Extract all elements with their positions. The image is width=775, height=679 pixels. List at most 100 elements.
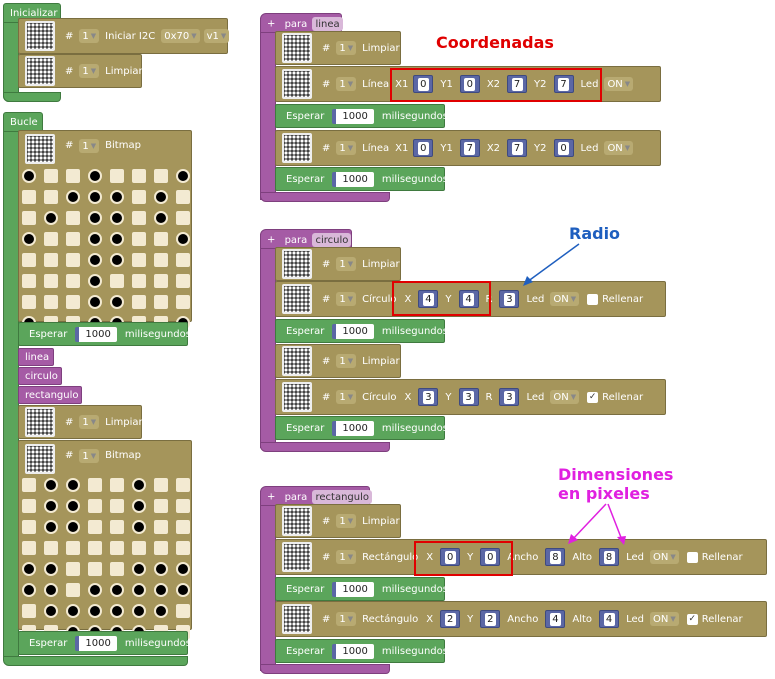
- bitmap-cell[interactable]: [176, 604, 190, 618]
- linea-clear-block[interactable]: # 1▼ Limpiar: [275, 31, 401, 65]
- bitmap-cell[interactable]: [154, 583, 168, 597]
- bitmap-cell[interactable]: [176, 295, 190, 309]
- fill-checkbox[interactable]: ✓: [686, 613, 698, 625]
- fill-checkbox[interactable]: [686, 551, 698, 563]
- bitmap-cell[interactable]: [22, 499, 36, 513]
- linea-line-block-1[interactable]: # 1▼ Línea X1 0 Y1 0 X2 7 Y2 7 Led ON▼: [275, 66, 661, 102]
- wait-ms-input[interactable]: 1000: [332, 581, 374, 597]
- y-input[interactable]: 2: [480, 610, 501, 628]
- bitmap-cell[interactable]: [66, 190, 80, 204]
- bitmap-cell[interactable]: [110, 520, 124, 534]
- led-dropdown[interactable]: ON▼: [550, 390, 580, 404]
- loop-clear-block[interactable]: # 1▼ Limpiar: [18, 405, 143, 439]
- bitmap-cell[interactable]: [88, 604, 102, 618]
- x-input[interactable]: 0: [440, 548, 461, 566]
- fill-checkbox[interactable]: ✓: [587, 391, 599, 403]
- wait-ms-input[interactable]: 1000: [332, 171, 374, 187]
- bitmap-cell[interactable]: [176, 169, 190, 183]
- rect-rectangle-block-1[interactable]: # 1▼ Rectángulo X 0 Y 0 Ancho 8 Alto 8 L…: [275, 539, 767, 575]
- matrix-index-dropdown[interactable]: 1▼: [79, 139, 100, 153]
- bitmap-cell[interactable]: [154, 478, 168, 492]
- i2c-version-dropdown[interactable]: v1▼: [203, 29, 230, 43]
- circulo-circle-block-1[interactable]: # 1▼ Círculo X 4 Y 4 R 3 Led ON▼ Rellena…: [275, 281, 666, 317]
- rect-wait-block-2[interactable]: Esperar 1000 milisegundos: [275, 639, 448, 663]
- init-i2c-block[interactable]: # 1▼ Iniciar I2C 0x70▼ v1▼: [18, 18, 230, 54]
- y1-input[interactable]: 0: [459, 75, 480, 93]
- bitmap-cell[interactable]: [44, 274, 58, 288]
- bitmap-cell[interactable]: [66, 583, 80, 597]
- bitmap-cell[interactable]: [176, 583, 190, 597]
- matrix-index-dropdown[interactable]: 1▼: [336, 77, 357, 91]
- bitmap-cell[interactable]: [44, 253, 58, 267]
- bitmap-cell[interactable]: [22, 541, 36, 555]
- wait-ms-input[interactable]: 1000: [332, 643, 374, 659]
- rect-rectangle-block-2[interactable]: # 1▼ Rectángulo X 2 Y 2 Ancho 4 Alto 4 L…: [275, 601, 767, 637]
- matrix-index-dropdown[interactable]: 1▼: [336, 292, 357, 306]
- bitmap-cell[interactable]: [132, 274, 146, 288]
- bitmap-cell[interactable]: [44, 211, 58, 225]
- bitmap-cell[interactable]: [110, 232, 124, 246]
- bitmap-cell[interactable]: [22, 520, 36, 534]
- bitmap-cell[interactable]: [66, 478, 80, 492]
- bitmap-block-1[interactable]: # 1▼ Bitmap: [18, 130, 192, 322]
- bitmap-cell[interactable]: [66, 211, 80, 225]
- bitmap-cell[interactable]: [110, 190, 124, 204]
- bitmap-cell[interactable]: [22, 253, 36, 267]
- fn-name-field[interactable]: rectangulo: [312, 490, 372, 504]
- height-input[interactable]: 4: [599, 610, 620, 628]
- bitmap-cell[interactable]: [66, 295, 80, 309]
- bitmap-cell[interactable]: [176, 541, 190, 555]
- bitmap-cell[interactable]: [132, 499, 146, 513]
- bitmap-cell[interactable]: [132, 232, 146, 246]
- wait-block-2[interactable]: Esperar 1000 milisegundos: [18, 631, 191, 655]
- y-input[interactable]: 4: [458, 290, 479, 308]
- bitmap-cell[interactable]: [132, 478, 146, 492]
- bitmap-cell[interactable]: [154, 211, 168, 225]
- fill-checkbox[interactable]: [587, 293, 599, 305]
- bitmap-cell[interactable]: [22, 232, 36, 246]
- bitmap-cell[interactable]: [154, 232, 168, 246]
- matrix-index-dropdown[interactable]: 1▼: [336, 141, 357, 155]
- bitmap-cell[interactable]: [132, 583, 146, 597]
- matrix-index-dropdown[interactable]: 1▼: [79, 449, 100, 463]
- bitmap-cell[interactable]: [22, 190, 36, 204]
- fn-name-field[interactable]: circulo: [312, 233, 352, 247]
- width-input[interactable]: 4: [545, 610, 566, 628]
- bitmap-cell[interactable]: [110, 274, 124, 288]
- bitmap-cell[interactable]: [88, 211, 102, 225]
- bitmap-cell[interactable]: [44, 604, 58, 618]
- init-clear-block[interactable]: # 1▼ Limpiar: [18, 54, 143, 88]
- bitmap-cell[interactable]: [110, 604, 124, 618]
- matrix-index-dropdown[interactable]: 1▼: [79, 415, 100, 429]
- bitmap-cell[interactable]: [110, 253, 124, 267]
- bitmap-cell[interactable]: [154, 499, 168, 513]
- x-input[interactable]: 3: [418, 388, 439, 406]
- bitmap-cell[interactable]: [88, 520, 102, 534]
- bitmap-cell[interactable]: [22, 169, 36, 183]
- loop-event-header[interactable]: Bucle: [3, 112, 43, 132]
- fn-rectangulo-header[interactable]: + para rectangulo: [260, 486, 372, 506]
- bitmap-cell[interactable]: [88, 499, 102, 513]
- bitmap-cell[interactable]: [176, 211, 190, 225]
- rect-clear-block[interactable]: # 1▼ Limpiar: [275, 504, 401, 538]
- y-input[interactable]: 3: [458, 388, 479, 406]
- bitmap-cell[interactable]: [132, 295, 146, 309]
- bitmap-cell[interactable]: [154, 190, 168, 204]
- bitmap-cell[interactable]: [44, 562, 58, 576]
- matrix-index-dropdown[interactable]: 1▼: [336, 257, 357, 271]
- led-dropdown[interactable]: ON▼: [550, 292, 580, 306]
- bitmap-cell[interactable]: [132, 562, 146, 576]
- bitmap-cell[interactable]: [154, 520, 168, 534]
- circulo-clear-block-1[interactable]: # 1▼ Limpiar: [275, 247, 401, 281]
- bitmap-block-2[interactable]: # 1▼ Bitmap: [18, 440, 192, 630]
- bitmap-cell[interactable]: [154, 169, 168, 183]
- wait-ms-input[interactable]: 1000: [332, 323, 374, 339]
- linea-line-block-2[interactable]: # 1▼ Línea X1 0 Y1 7 X2 7 Y2 0 Led ON▼: [275, 130, 661, 166]
- bitmap-cell[interactable]: [154, 253, 168, 267]
- bitmap-cell[interactable]: [44, 541, 58, 555]
- bitmap-cell[interactable]: [22, 562, 36, 576]
- bitmap-cell[interactable]: [88, 253, 102, 267]
- bitmap-cell[interactable]: [66, 274, 80, 288]
- plus-icon[interactable]: +: [267, 18, 276, 30]
- led-dropdown[interactable]: ON▼: [649, 550, 679, 564]
